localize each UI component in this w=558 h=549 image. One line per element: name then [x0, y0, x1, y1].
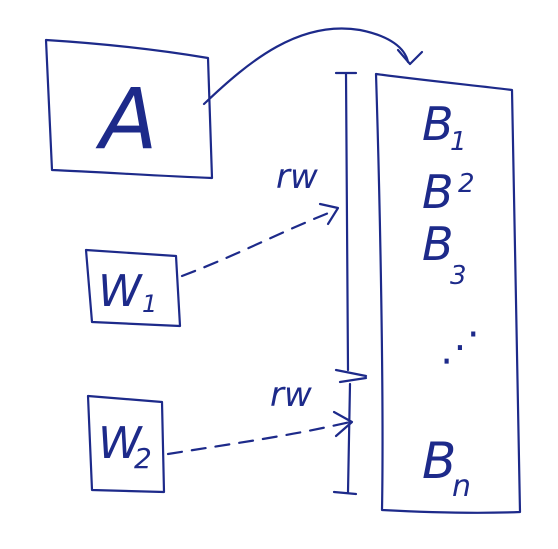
bracket-break [334, 368, 368, 384]
block-n-label: B [422, 432, 456, 490]
w1-subscript: 1 [142, 290, 157, 318]
edge-w2-label: rw [270, 375, 312, 415]
arrow-w1-to-column [180, 208, 338, 278]
block-3-label: B [422, 217, 454, 271]
arrowhead-w1 [318, 202, 340, 226]
block-2-subscript: 2 [458, 169, 475, 199]
block-ellipsis: ⋰ [440, 324, 480, 370]
box-w2 [86, 394, 166, 494]
w1-label: W [98, 266, 143, 317]
edge-w1-label: rw [276, 157, 318, 197]
block-1-subscript: 1 [450, 127, 467, 157]
blocks-column [374, 72, 522, 514]
arrowhead-w2 [332, 410, 354, 438]
bracket-lower [332, 382, 358, 496]
block-3-subscript: 3 [450, 261, 467, 291]
block-1-label: B [422, 97, 454, 151]
w2-label: W [98, 418, 143, 469]
bracket-upper [334, 71, 358, 372]
w2-subscript: 2 [134, 442, 152, 475]
arrow-w2-to-column [166, 420, 352, 456]
box-w1 [84, 248, 182, 328]
block-2-label: B [422, 165, 454, 219]
arrow-a-to-blocks [202, 27, 410, 106]
block-n-subscript: n [452, 469, 471, 504]
box-a [44, 38, 214, 180]
box-a-label: A [95, 70, 157, 168]
arrowhead-a [396, 48, 424, 66]
